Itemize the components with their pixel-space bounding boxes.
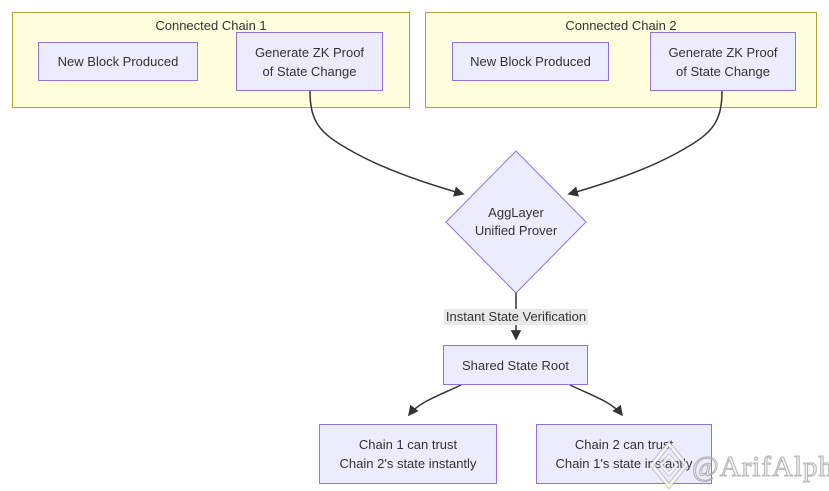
node-label-line2: of State Change: [676, 63, 770, 79]
node-shared-state-root: Shared State Root: [443, 345, 588, 385]
watermark-handle: @ArifAlpha: [691, 450, 829, 483]
node-agglayer-unified-prover: AggLayer Unified Prover: [446, 196, 586, 248]
subgraph-title: Connected Chain 2: [565, 18, 677, 33]
node-label-line1: Generate ZK Proof: [254, 44, 365, 60]
watermark: @ArifAlpha: [648, 440, 829, 491]
node-label-line1: Chain 1 can trust: [358, 437, 458, 452]
node-label-line1: AggLayer: [488, 205, 544, 220]
node-new-block-produced-2: New Block Produced: [452, 42, 609, 81]
edge-label-instant-state-verification: Instant State Verification: [443, 309, 589, 325]
node-generate-zk-proof-2: Generate ZK Proof of State Change: [650, 32, 796, 91]
gem-diamond-logo-icon: [648, 440, 690, 491]
node-label-line2: Chain 2's state instantly: [339, 456, 477, 471]
node-new-block-produced-1: New Block Produced: [38, 42, 198, 81]
node-chain2-trust: Chain 2 can trust Chain 1's state instan…: [536, 424, 712, 484]
node-label: New Block Produced: [57, 54, 179, 69]
node-label-line2: Chain 1's state instantly: [555, 456, 693, 471]
subgraph-title: Connected Chain 1: [155, 18, 267, 33]
edge-sharedroot-to-trust1: [408, 384, 462, 417]
edge-sharedroot-to-trust2: [569, 384, 623, 417]
node-label-line1: Generate ZK Proof: [668, 44, 778, 60]
node-generate-zk-proof-1: Generate ZK Proof of State Change: [236, 32, 383, 91]
node-label-line2: of State Change: [262, 63, 357, 79]
node-chain1-trust: Chain 1 can trust Chain 2's state instan…: [319, 424, 497, 484]
node-label: New Block Produced: [470, 54, 591, 69]
node-label-line1: Chain 2 can trust: [574, 437, 674, 452]
node-label: Shared State Root: [462, 357, 569, 373]
node-label-line2: Unified Prover: [474, 223, 558, 238]
